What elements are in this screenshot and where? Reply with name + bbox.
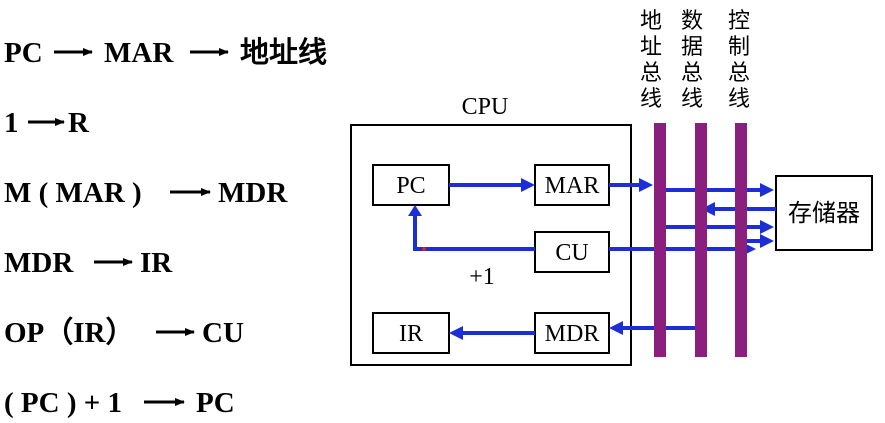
ir-register [372,312,450,354]
address-bus-char: 地 [640,9,662,34]
step-4: MDR IR [4,247,173,279]
address-bus [654,123,666,357]
step-5: OP（IR） CU [4,316,244,349]
data-bus-char: 线 [681,87,703,112]
memory-to-data-bus-arrowhead [701,202,715,216]
control-bus-char: 控 [728,9,750,34]
step-1: PC MAR 地址线 [4,36,327,69]
data-bus-label: 数 据 总 线 [681,9,703,112]
step-5-target: CU [202,317,244,349]
control-bus-to-memory-arrowhead [760,234,774,248]
ir-label: IR [399,321,423,347]
step-6-source: ( PC ) + 1 [4,387,122,419]
step-2-target: R [68,107,90,139]
micro-operation-steps: PC MAR 地址线 1 R M ( MAR ) MDR MDR IR OP（I… [4,36,327,419]
step-4-target: IR [140,247,173,279]
pc-label: PC [396,173,425,199]
mar-to-address-bus-arrowhead [639,178,653,192]
step-1-target: MAR [104,37,174,69]
mar-register [534,164,610,206]
cpu-label: CPU [462,94,509,120]
junction-dot [422,247,426,251]
plus-one-label: +1 [469,264,495,290]
cu-unit [534,231,610,273]
control-bus-label: 控 制 总 线 [728,9,750,112]
address-bus-char: 总 [640,61,662,86]
address-bus-char: 址 [640,35,662,60]
increment-feedback-path [413,214,535,251]
mdr-label: MDR [545,321,600,347]
step-6-target: PC [196,387,235,419]
address-bus-char: 线 [640,87,662,112]
step-3-source: M ( MAR ) [4,177,142,209]
step-1-target-2: 地址线 [240,36,327,69]
step-4-source: MDR [4,247,74,279]
memory-box [775,175,873,251]
data-bus-to-mdr-arrowhead [609,321,623,335]
control-bus-char: 总 [728,61,750,86]
mdr-to-ir-arrowhead [449,326,463,340]
data-bus-char: 总 [681,61,703,86]
data-bus-char: 数 [681,9,703,34]
memory-label: 存储器 [788,199,860,227]
step-5-source: OP（IR） [4,316,135,349]
mar-label: MAR [545,173,600,199]
control-bus [735,123,747,357]
step-2-source: 1 [4,107,19,139]
data-bus [695,123,707,357]
increment-feedback-arrowhead [408,205,422,216]
data-bus-char: 据 [681,35,703,60]
data-bus-to-memory-arrowhead [760,220,774,234]
cu-label: CU [555,240,588,266]
step-3: M ( MAR ) MDR [4,177,288,209]
pc-register [372,164,450,206]
step-1-source: PC [4,37,43,69]
step-3-target: MDR [218,177,288,209]
address-bus-to-memory-arrowhead [760,183,774,197]
pc-to-mar-arrowhead [521,178,535,192]
step-6: ( PC ) + 1 PC [4,387,235,419]
control-bus-char: 线 [728,87,750,112]
address-bus-label: 地 址 总 线 [640,9,662,112]
control-bus-char: 制 [728,35,750,60]
step-2: 1 R [4,107,90,139]
mdr-register [534,312,610,354]
